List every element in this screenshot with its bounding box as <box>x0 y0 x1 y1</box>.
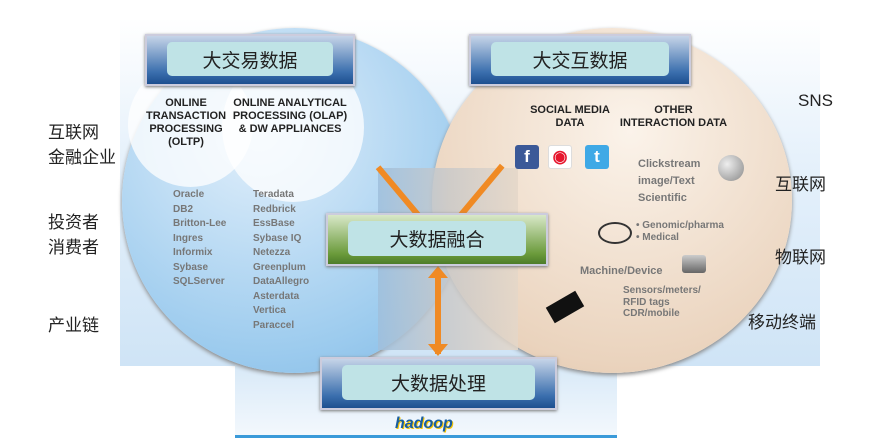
list-item: Sensors/meters/ <box>623 285 701 296</box>
right-label-sns: SNS <box>798 91 833 110</box>
list-item: Sybase IQ <box>253 232 302 244</box>
oltp-label: ONLINE TRANSACTION PROCESSING (OLTP) <box>145 97 227 148</box>
list-item: Scientific <box>638 192 687 204</box>
list-item: image/Text <box>638 175 695 187</box>
list-item: Britton-Lee <box>173 218 227 229</box>
arrow-fusion-processing <box>435 272 441 354</box>
arrow-head-down <box>428 344 448 356</box>
social-label: SOCIAL MEDIA DATA <box>530 104 610 129</box>
list-item: Redbrick <box>253 203 296 215</box>
fusion-box: 大数据融合 <box>326 213 548 266</box>
right-label-mobile: 移动终端 <box>748 313 816 333</box>
list-item: CDR/mobile <box>623 308 680 319</box>
arrow-head-up <box>428 266 448 278</box>
hadoop-logo: hadoop <box>395 415 453 432</box>
list-item: • Genomic/pharma <box>636 220 724 231</box>
olap-label: ONLINE ANALYTICAL PROCESSING (OLAP) & DW… <box>232 97 348 135</box>
interaction-title: 大交互数据 <box>491 42 669 76</box>
left-label-finance: 金融企业 <box>48 148 116 168</box>
list-item: Sybase <box>173 261 209 273</box>
list-item: Asterdata <box>253 290 300 302</box>
processing-title: 大数据处理 <box>342 365 535 400</box>
left-label-industry-chain: 产业链 <box>48 316 99 336</box>
right-label-internet: 互联网 <box>775 175 826 195</box>
transaction-header: 大交易数据 <box>145 34 355 86</box>
facebook-icon: f <box>515 145 539 169</box>
list-item: DB2 <box>173 203 194 215</box>
list-item: • Medical <box>636 232 679 243</box>
list-item: Vertica <box>253 305 286 316</box>
machine-label: Machine/Device <box>580 265 663 277</box>
list-item: Oracle <box>173 189 205 200</box>
weibo-icon: ◉ <box>548 145 572 169</box>
left-label-internet: 互联网 <box>48 123 99 143</box>
other-label: OTHER INTERACTION DATA <box>619 104 728 129</box>
list-item: Paraccel <box>253 319 295 331</box>
list-item: Teradata <box>253 189 294 200</box>
list-item: Greenplum <box>253 261 306 273</box>
list-item: RFID tags <box>623 296 670 308</box>
globe-icon <box>718 155 744 181</box>
stethoscope-icon <box>598 222 632 244</box>
right-label-iot: 物联网 <box>775 248 826 268</box>
list-item: DataAllegro <box>253 276 310 287</box>
sensor-icon <box>682 255 706 273</box>
list-item: Netezza <box>253 247 291 258</box>
transaction-title: 大交易数据 <box>167 42 333 76</box>
list-item: SQLServer <box>173 276 225 287</box>
list-item: Informix <box>173 247 213 258</box>
list-item: EssBase <box>253 218 295 229</box>
left-label-consumer: 消费者 <box>48 238 99 258</box>
interaction-header: 大交互数据 <box>469 34 691 86</box>
list-item: Ingres <box>173 232 204 244</box>
twitter-icon: t <box>585 145 609 169</box>
list-item: Clickstream <box>638 158 701 170</box>
left-label-investor: 投资者 <box>48 213 99 233</box>
fusion-title: 大数据融合 <box>348 221 526 256</box>
medical-list: • Genomic/pharma• Medical <box>636 220 724 244</box>
processing-box: 大数据处理 <box>320 357 557 410</box>
